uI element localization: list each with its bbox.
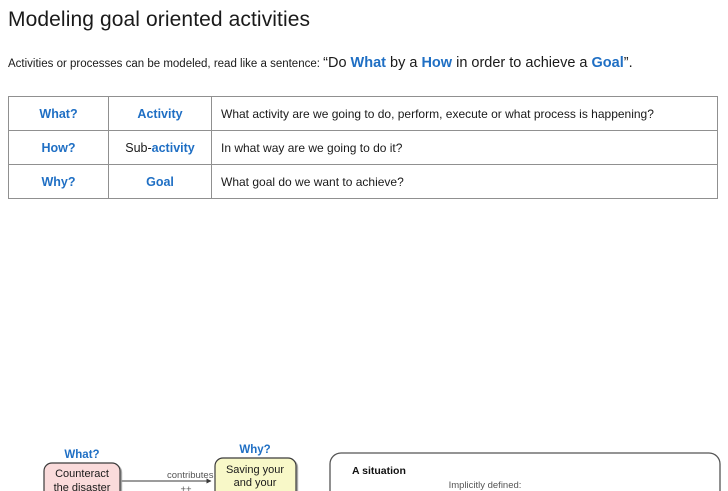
table-cell-question: Why? xyxy=(8,164,109,199)
annotation-what: What? xyxy=(64,449,99,461)
table-cell-description: In what way are we going to do it? xyxy=(211,130,718,165)
edge-label-contributes: contributes: xyxy=(167,470,216,481)
node-label-line1: Saving your xyxy=(226,464,284,476)
table-cell-description: What activity are we going to do, perfor… xyxy=(211,96,718,131)
table-row: Why? Goal What goal do we want to achiev… xyxy=(8,164,718,199)
intro-mid1: by a xyxy=(385,55,422,71)
intro-how: How xyxy=(421,55,453,71)
intro-quote-close: ”. xyxy=(623,55,633,71)
term-blue: activity xyxy=(151,140,195,155)
table-cell-description: What goal do we want to achieve? xyxy=(211,164,718,199)
table-cell-term: Sub-activity xyxy=(108,130,212,165)
edge-label-plusplus: ++ xyxy=(180,484,192,491)
intro-prefix: Activities or processes can be modeled, … xyxy=(8,58,324,70)
table-cell-question: How? xyxy=(8,130,109,165)
table-cell-question: What? xyxy=(8,96,109,131)
situation-title: A situation xyxy=(352,465,406,477)
node-label-line2: and your xyxy=(234,477,277,489)
table-row: What? Activity What activity are we goin… xyxy=(8,96,718,131)
node-counteract-the-disaster[interactable]: Counteract the disaster xyxy=(43,462,121,491)
diagram-area: Counteract the disaster Saving your and … xyxy=(0,215,728,491)
page-title: Modeling goal oriented activities xyxy=(8,8,311,31)
term-blue: Goal xyxy=(146,174,174,189)
intro-quote-open: “Do xyxy=(323,55,351,71)
node-saving-lives[interactable]: Saving your and your relatives' lives xyxy=(214,457,297,491)
intro-goal: Goal xyxy=(591,55,624,71)
table-cell-term: Activity xyxy=(108,96,212,131)
term-plain: Sub- xyxy=(125,140,152,155)
node-label-line2: the disaster xyxy=(54,482,111,491)
annotation-why: Why? xyxy=(239,444,270,456)
situation-box: A situation xyxy=(329,452,721,491)
edge-label-implicitly-defined: Implicitly defined: xyxy=(449,480,522,491)
table-cell-term: Goal xyxy=(108,164,212,199)
intro-sentence: Activities or processes can be modeled, … xyxy=(8,56,724,71)
node-label-line1: Counteract xyxy=(55,468,109,480)
table-row: How? Sub-activity In what way are we goi… xyxy=(8,130,718,165)
term-blue: Activity xyxy=(137,106,183,121)
intro-what: What xyxy=(350,55,386,71)
definition-table: What? Activity What activity are we goin… xyxy=(8,96,718,199)
intro-mid2: in order to achieve a xyxy=(452,55,592,71)
